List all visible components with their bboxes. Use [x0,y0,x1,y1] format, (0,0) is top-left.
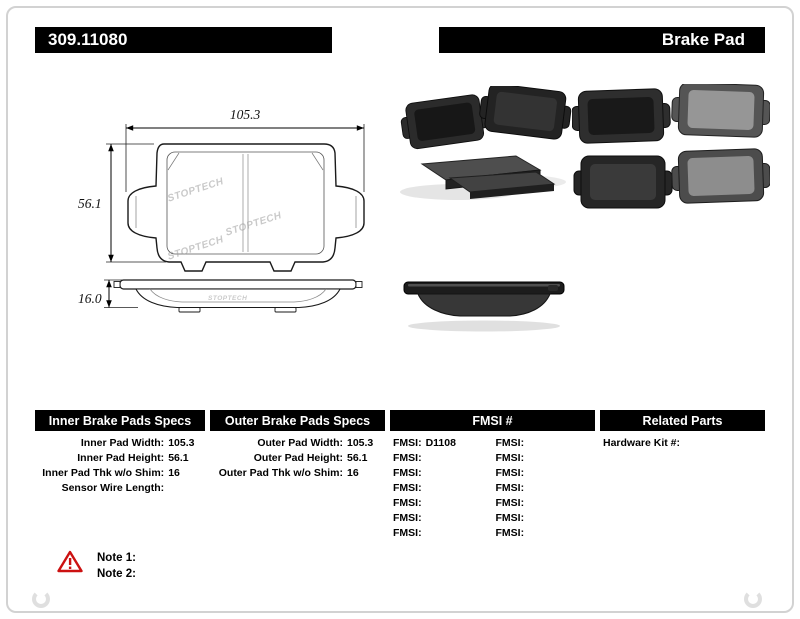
spec-row: Inner Pad Width:105.3 [80,437,195,449]
note-lines: Note 1: Note 2: [97,550,136,582]
notes-section: Note 1: Note 2: [57,550,136,582]
spec-row: Inner Pad Height:56.1 [77,452,189,464]
spec-row: Hardware Kit #: [603,437,681,449]
side-view-friction [135,288,341,309]
fmsi-row: FMSI: [393,497,422,509]
note-line: Note 1: [97,552,136,564]
inner-specs-column: Inner Brake Pads Specs Inner Pad Width:1… [35,410,205,541]
fmsi-row: FMSI: [495,497,525,509]
outer-specs-rows: Outer Pad Width:105.3 Outer Pad Height:5… [210,436,385,481]
fmsi-subcolumn-1: FMSI:D1108 FMSI: FMSI: FMSI: [390,436,493,541]
fmsi-rows: FMSI:D1108 FMSI: FMSI: FMSI: [390,436,595,541]
chamfer-line [167,152,180,171]
inner-specs-header: Inner Brake Pads Specs [35,410,205,431]
fmsi-row: FMSI: [495,527,525,539]
fmsi-row: FMSI: [393,452,422,464]
fmsi-row: FMSI:D1108 [393,437,456,449]
side-view-inner-line [149,288,327,303]
product-type-bar: Brake Pad [439,27,765,53]
fmsi-row: FMSI: [495,467,525,479]
side-view-tab [113,281,121,288]
corner-watermark [32,590,50,608]
fmsi-row: FMSI: [495,512,525,524]
header: 309.11080 Brake Pad [35,27,765,53]
product-photo-front-back [572,84,770,209]
related-parts-header: Related Parts [600,410,765,431]
fmsi-row: FMSI: [495,452,525,464]
side-view-lug [274,307,297,313]
spec-row: Outer Pad Width:105.3 [257,437,374,449]
product-photo-angled [398,86,573,200]
side-view-tab [355,281,363,288]
fmsi-row: FMSI: [495,482,525,494]
fmsi-column: FMSI # FMSI:D1108 FMSI: FMSI: [390,410,595,541]
fmsi-row: FMSI: [495,437,525,449]
spec-row: Outer Pad Height:56.1 [253,452,368,464]
lying-pad [448,171,556,199]
spec-row: Inner Pad Thk w/o Shim:16 [42,467,180,479]
technical-drawing: STOPTECH STOPTECH STOPTECH 105.3 56.1 ST… [78,107,365,313]
product-type: Brake Pad [661,30,745,49]
inner-specs-rows: Inner Pad Width:105.3 Inner Pad Height:5… [35,436,205,496]
warning-icon [57,550,83,573]
related-parts-column: Related Parts Hardware Kit #: [600,410,765,541]
specs-tables: Inner Brake Pads Specs Inner Pad Width:1… [35,410,765,541]
spec-row: Outer Pad Thk w/o Shim:16 [218,467,359,479]
spec-row: Sensor Wire Length: [61,482,165,494]
fmsi-row: FMSI: [393,527,422,539]
outer-specs-column: Outer Brake Pads Specs Outer Pad Width:1… [210,410,385,541]
part-number: 309.11080 [48,30,128,49]
side-view-lug [178,307,201,313]
product-photo-side [403,281,565,332]
fmsi-row: FMSI: [393,512,422,524]
fmsi-row: FMSI: [393,482,422,494]
chamfer-line [311,152,324,171]
height-dimension-label: 56.1 [78,196,102,211]
fmsi-header: FMSI # [390,410,595,431]
outer-specs-header: Outer Brake Pads Specs [210,410,385,431]
corner-watermark [744,590,762,608]
fmsi-row: FMSI: [393,467,422,479]
pad-front-outline [127,143,365,272]
side-view-backing-plate [119,279,357,290]
width-dimension-label: 105.3 [230,107,261,122]
watermark-text: STOPTECH [208,295,247,302]
thickness-dimension-label: 16.0 [78,291,102,306]
fmsi-subcolumn-2: FMSI: FMSI: FMSI: FMSI: [493,436,596,541]
note-line: Note 2: [97,568,136,580]
related-parts-rows: Hardware Kit #: [600,436,765,451]
part-number-bar: 309.11080 [35,27,332,53]
friction-outline [166,151,325,255]
